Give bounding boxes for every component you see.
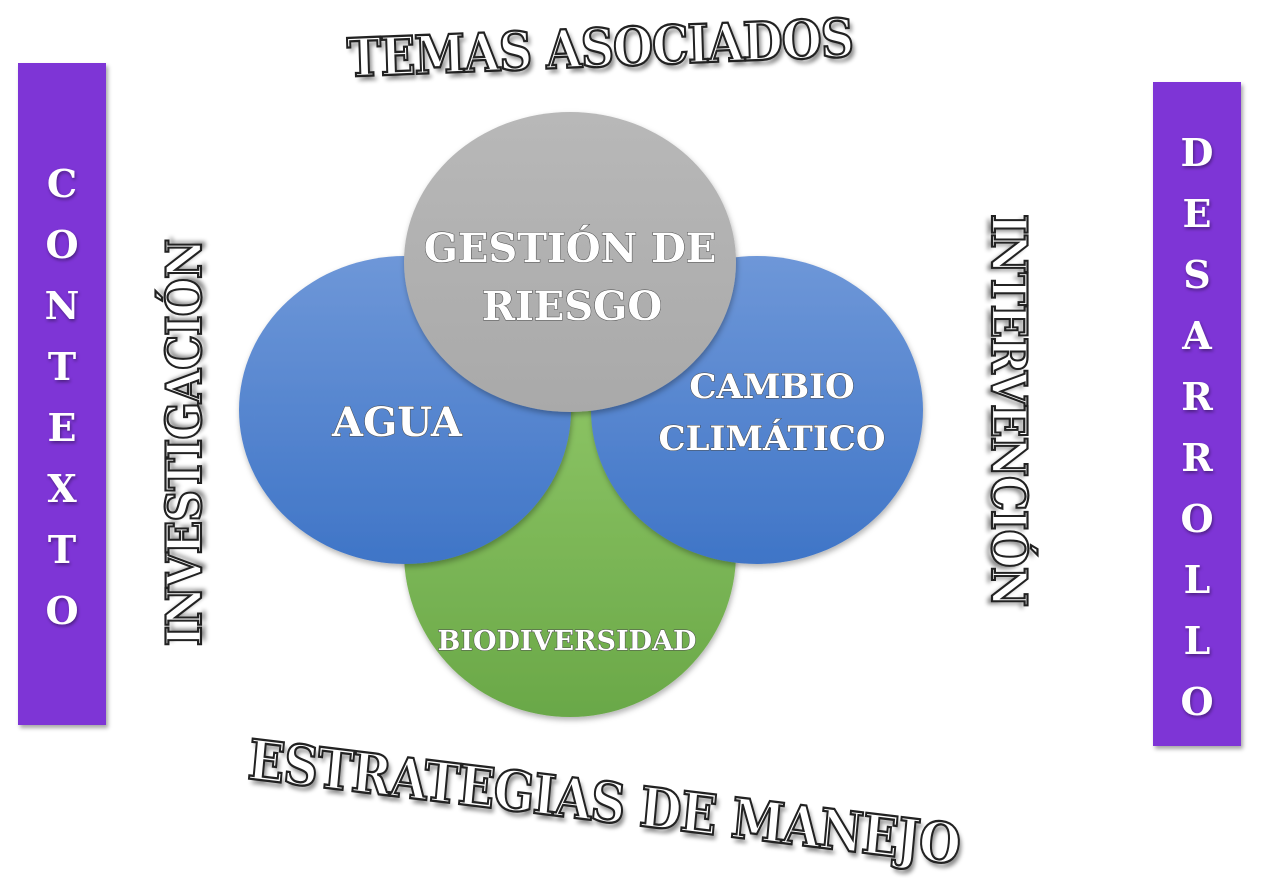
gestion-de-riesgo-label-1: GESTIÓN DE — [424, 225, 717, 272]
cambio-climatico-label-1: CAMBIO — [689, 367, 854, 407]
agua-label: AGUA — [331, 399, 463, 446]
contexto-bar: CONTEXTO — [18, 63, 106, 725]
biodiversidad-label: BIODIVERSIDAD — [438, 626, 697, 657]
cambio-climatico-label-2: CLIMÁTICO — [659, 418, 886, 459]
desarrollo-bar: DESARROLLO — [1153, 82, 1241, 746]
gestion-de-riesgo-circle — [404, 112, 736, 412]
gestion-de-riesgo-label-2: RIESGO — [482, 283, 662, 330]
contexto-label: CONTEXTO — [39, 161, 85, 649]
desarrollo-label: DESARROLLO — [1174, 130, 1220, 740]
